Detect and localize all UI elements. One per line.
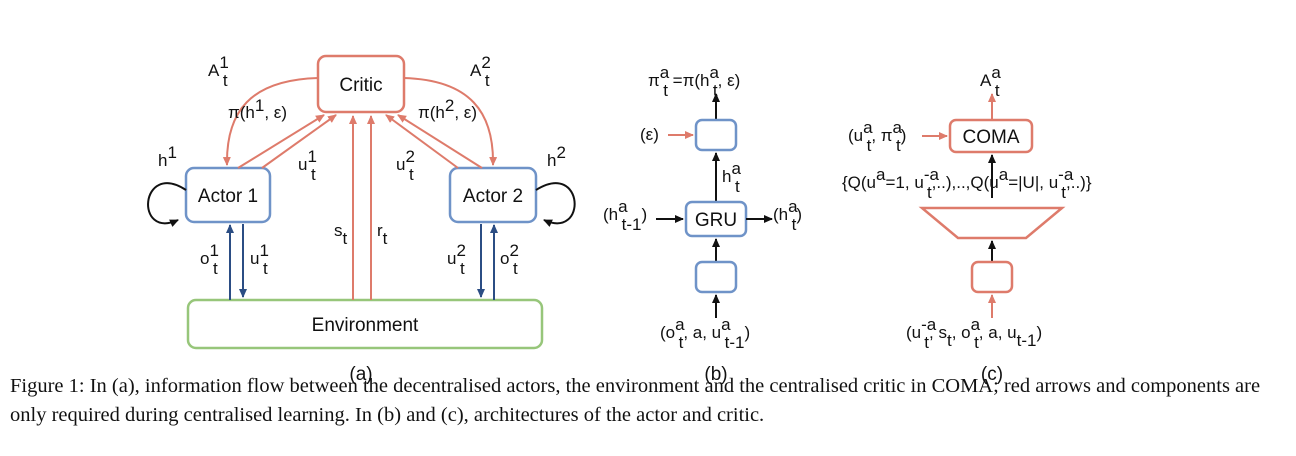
policy1-arrow [237, 114, 325, 169]
noise-input-label: (ε) [640, 125, 659, 144]
environment-label: Environment [312, 315, 419, 336]
policy2-label: π(h2, ε) [418, 96, 477, 122]
actor2-recurrent-loop [535, 182, 576, 227]
actor1-box [184, 166, 272, 224]
hidden1-label: h1 [158, 143, 177, 170]
critic-label: Critic [339, 75, 382, 96]
actor2-box [448, 166, 538, 224]
action1-to-critic-arrow [261, 114, 337, 169]
reward-label: rt [377, 221, 388, 248]
hidden2-label: h2 [547, 143, 566, 170]
figure-caption: Figure 1: In (a), information flow betwe… [10, 375, 1261, 426]
output-layer-box [694, 118, 738, 152]
gru-label: GRU [695, 210, 737, 231]
panel-c-label: (c) [981, 364, 1003, 385]
advantage2-arrow [403, 77, 498, 166]
coma-box [948, 118, 1034, 154]
policy2-arrow [397, 114, 483, 169]
coma-label: COMA [963, 127, 1020, 148]
critic-box [316, 54, 406, 114]
action2-to-critic-arrow [385, 114, 459, 169]
critic-input-layer-box [970, 260, 1014, 294]
environment-box [186, 298, 544, 350]
actor1-recurrent-loop [147, 182, 187, 227]
advantage1-arrow [222, 77, 319, 166]
panel-b-label: (b) [704, 364, 727, 385]
critic-network-trapezoid [918, 206, 1066, 240]
policy1-label: π(h1, ε) [228, 96, 287, 122]
actor2-label: Actor 2 [463, 186, 523, 207]
state-label: st [334, 221, 348, 248]
input-layer-box [694, 260, 738, 294]
panel-a-label: (a) [349, 364, 372, 385]
actor1-label: Actor 1 [198, 186, 258, 207]
